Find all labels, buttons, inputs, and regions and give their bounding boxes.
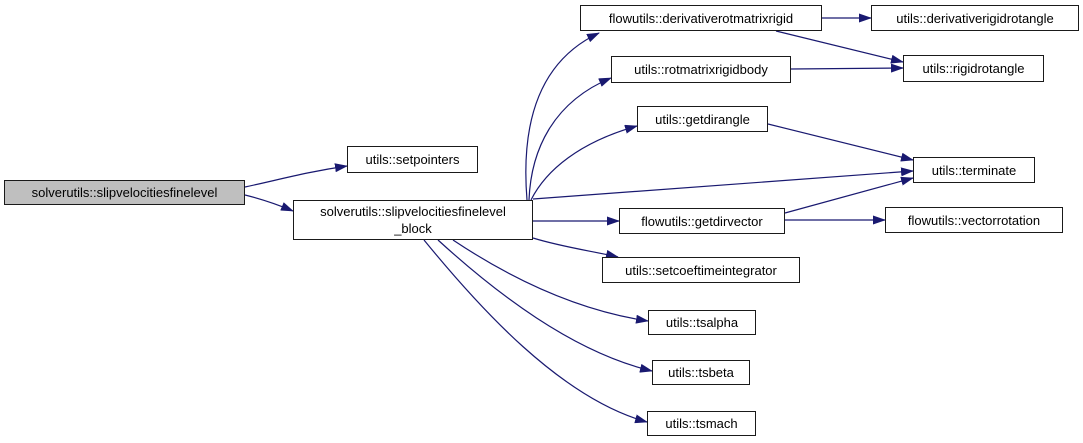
- node-label: utils::tsalpha: [665, 315, 739, 330]
- node-utils-tsmach[interactable]: utils::tsmach: [647, 411, 756, 436]
- node-label: solverutils::slipvelocitiesfinelevel: [320, 204, 506, 219]
- node-label: utils::derivativerigidrotangle: [896, 10, 1054, 26]
- node-label: utils::rotmatrixrigidbody: [634, 62, 768, 77]
- node-label: utils::tsbeta: [668, 365, 734, 380]
- node-label: utils::setcoeftimeintegrator: [625, 262, 777, 278]
- node-label: utils::terminate: [931, 162, 1017, 178]
- node-label: _block: [394, 221, 432, 236]
- edge-utils-getdirangle-to-utils-terminate: [767, 123, 914, 162]
- node-label: flowutils::derivativerotmatrixrigid: [608, 10, 794, 26]
- node-solverutils-slipvelocitiesfinelevel[interactable]: solverutils::slipvelocitiesfinelevel: [4, 180, 245, 205]
- node-flowutils-getdirvector[interactable]: flowutils::getdirvector: [619, 208, 785, 234]
- edge-solverutils-slipvelocitiesfinelevel-block-to-utils-terminate: [532, 167, 914, 200]
- node-label: flowutils::vectorrotation: [907, 212, 1041, 228]
- edge-solverutils-slipvelocitiesfinelevel-to-solverutils-slipvelocitiesfinelevel-block: [244, 194, 294, 212]
- node-utils-getdirangle[interactable]: utils::getdirangle: [637, 106, 768, 132]
- node-utils-rigidrotangle[interactable]: utils::rigidrotangle: [903, 55, 1044, 82]
- node-label: utils::tsmach: [665, 416, 738, 431]
- edge-flowutils-derivativerotmatrixrigid-to-utils-rigidrotangle: [775, 30, 904, 64]
- edge-flowutils-getdirvector-to-utils-terminate: [784, 176, 914, 214]
- node-solverutils-slipvelocitiesfinelevel-block[interactable]: solverutils::slipvelocitiesfinelevel_blo…: [293, 200, 533, 240]
- node-flowutils-derivativerotmatrixrigid[interactable]: flowutils::derivativerotmatrixrigid: [580, 5, 822, 31]
- edge-utils-rotmatrixrigidbody-to-utils-rigidrotangle: [790, 63, 904, 73]
- node-flowutils-vectorrotation[interactable]: flowutils::vectorrotation: [885, 207, 1063, 233]
- node-label: solverutils::slipvelocitiesfinelevel: [31, 185, 218, 200]
- node-utils-tsalpha[interactable]: utils::tsalpha: [648, 310, 756, 335]
- edge-solverutils-slipvelocitiesfinelevel-block-to-utils-rotmatrixrigidbody: [528, 77, 612, 201]
- node-utils-tsbeta[interactable]: utils::tsbeta: [652, 360, 750, 385]
- node-utils-rotmatrixrigidbody[interactable]: utils::rotmatrixrigidbody: [611, 56, 791, 83]
- edge-solverutils-slipvelocitiesfinelevel-block-to-utils-tsalpha: [452, 239, 649, 324]
- node-utils-setpointers[interactable]: utils::setpointers: [347, 146, 478, 173]
- edge-solverutils-slipvelocitiesfinelevel-block-to-utils-setcoeftimeintegrator: [532, 237, 619, 259]
- edge-solverutils-slipvelocitiesfinelevel-block-to-flowutils-derivativerotmatrixrigid: [525, 32, 600, 201]
- node-label: flowutils::getdirvector: [641, 213, 763, 229]
- node-label: utils::rigidrotangle: [922, 61, 1025, 76]
- node-utils-derivativerigidrotangle[interactable]: utils::derivativerigidrotangle: [871, 5, 1079, 31]
- edge-solverutils-slipvelocitiesfinelevel-block-to-utils-getdirangle: [530, 124, 638, 201]
- node-utils-terminate[interactable]: utils::terminate: [913, 157, 1035, 183]
- node-utils-setcoeftimeintegrator[interactable]: utils::setcoeftimeintegrator: [602, 257, 800, 283]
- node-label: utils::setpointers: [365, 152, 460, 167]
- edge-solverutils-slipvelocitiesfinelevel-block-to-utils-tsmach: [423, 239, 648, 424]
- edge-solverutils-slipvelocitiesfinelevel-to-utils-setpointers: [244, 163, 348, 188]
- node-label: utils::getdirangle: [655, 111, 750, 127]
- edge-solverutils-slipvelocitiesfinelevel-block-to-utils-tsbeta: [437, 239, 653, 373]
